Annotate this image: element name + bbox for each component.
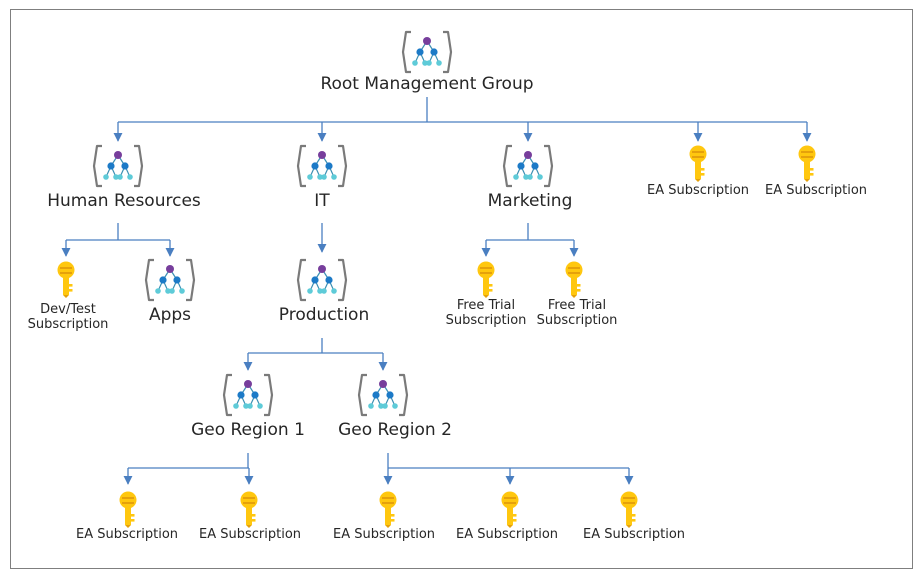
apps-label: Apps [148, 305, 192, 325]
connectors [61, 97, 812, 485]
human-resources-label: Human Resources [47, 191, 201, 211]
it-label: IT [314, 191, 330, 211]
geo2-ea-3-subscription-key-icon [620, 491, 638, 528]
production-label: Production [278, 305, 370, 325]
geo2-ea-subscription-1-label: EA Subscription [332, 527, 436, 542]
geo1-ea-2-subscription-key-icon [240, 491, 258, 528]
icons [57, 30, 816, 528]
ea-subscription-2-label: EA Subscription [764, 183, 868, 198]
ea-subscription-1-label: EA Subscription [646, 183, 750, 198]
root-management-group-label: Root Management Group [320, 74, 534, 94]
ea-sub-1-subscription-key-icon [689, 145, 707, 182]
free-trial-subscription-2-label: Free Trial Subscription [536, 298, 618, 328]
geo1-ea-subscription-2-label: EA Subscription [198, 527, 302, 542]
devtest-subscription-key-icon [57, 261, 75, 298]
geo1-ea-subscription-1-label: EA Subscription [75, 527, 179, 542]
apps-management-group-icon [144, 258, 196, 302]
production-management-group-icon [296, 258, 348, 302]
free-trial-subscription-1-label: Free Trial Subscription [445, 298, 527, 328]
ea-sub-2-subscription-key-icon [798, 145, 816, 182]
geo-region-1-label: Geo Region 1 [191, 420, 305, 440]
dev-test-subscription-label: Dev/Test Subscription [27, 302, 109, 332]
free-trial-2-subscription-key-icon [565, 261, 583, 298]
marketing-management-group-icon [502, 144, 554, 188]
geo1-ea-1-subscription-key-icon [119, 491, 137, 528]
free-trial-1-subscription-key-icon [477, 261, 495, 298]
geo-region-2-label: Geo Region 2 [338, 420, 452, 440]
marketing-label: Marketing [487, 191, 573, 211]
root-management-group-icon [401, 30, 453, 74]
geo2-ea-2-subscription-key-icon [501, 491, 519, 528]
it-management-group-icon [296, 144, 348, 188]
hr-management-group-icon [92, 144, 144, 188]
geo2-ea-1-subscription-key-icon [379, 491, 397, 528]
geo1-management-group-icon [222, 373, 274, 417]
geo2-ea-subscription-2-label: EA Subscription [455, 527, 559, 542]
diagram-frame [10, 9, 913, 569]
geo2-management-group-icon [357, 373, 409, 417]
geo2-ea-subscription-3-label: EA Subscription [582, 527, 686, 542]
